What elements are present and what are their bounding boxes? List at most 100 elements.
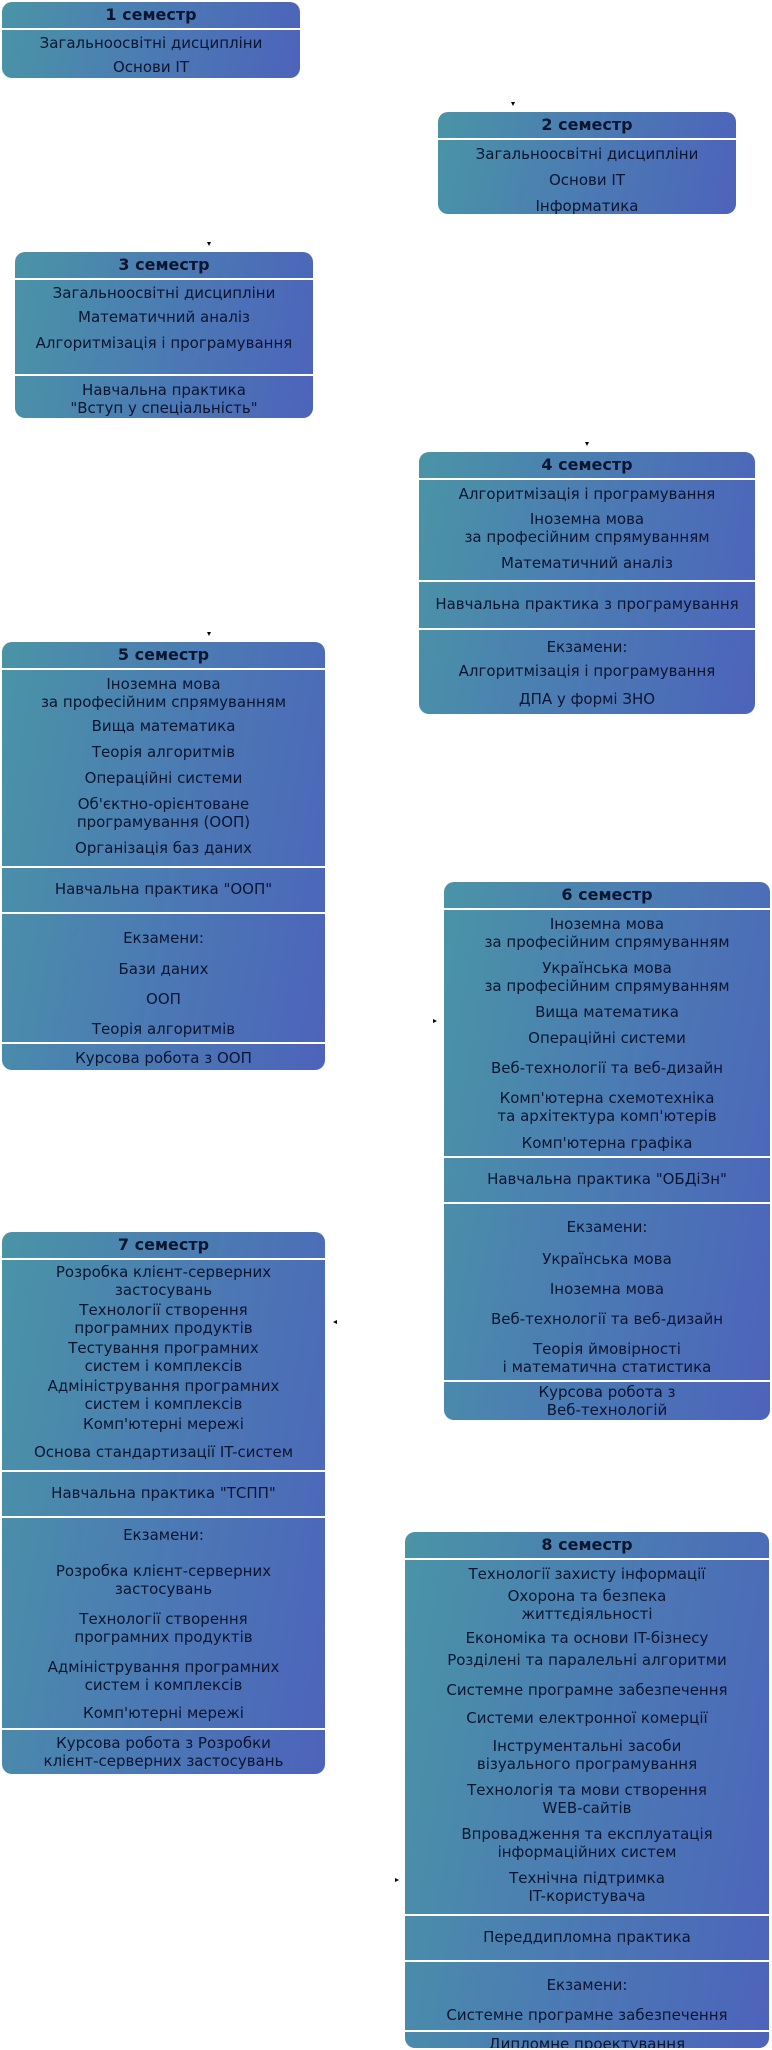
subject-item: Основа стандартизації IT-систем (33, 1443, 294, 1461)
semester-7-subjects: Розробка клієнт-серверних застосувань Те… (2, 1260, 325, 1472)
exam-item: Іноземна мова (549, 1280, 665, 1298)
semester-6-title: 6 семестр (444, 882, 770, 910)
subject-item: Технології створення програмних продукті… (74, 1301, 253, 1337)
semester-1-subjects: Загальноосвітні дисципліни Основи IT (2, 30, 300, 78)
subject-item: Іноземна мова за професійним спрямування… (484, 915, 730, 951)
subject-item: Технічна підтримка IT-користувача (509, 1869, 665, 1905)
subject-item: Системи електронної комерції (466, 1709, 708, 1727)
semester-4-title: 4 семестр (419, 452, 755, 480)
subject-item: Операційні системи (528, 1029, 686, 1047)
semester-3-card: 3 семестр Загальноосвітні дисципліни Мат… (15, 252, 313, 418)
subject-item: Розробка клієнт-серверних застосувань (55, 1263, 272, 1299)
subject-item: Іноземна мова за професійним спрямування… (40, 675, 287, 711)
coursework-item: Курсова робота з ООП (75, 1049, 252, 1067)
semester-7-title: 7 семестр (2, 1232, 325, 1260)
diploma-item: Дипломне проектування (488, 2035, 686, 2048)
semester-3-title: 3 семестр (15, 252, 313, 280)
subject-item: Теорія алгоритмів (91, 743, 236, 761)
semester-4-practice: Навчальна практика з програмування (419, 582, 755, 630)
subject-item: Веб-технології та веб-дизайн (490, 1059, 724, 1077)
exams-heading: Екзамени: (566, 1218, 648, 1236)
arrow-to-semester-3 (207, 242, 211, 246)
subject-item: Вища математика (91, 717, 236, 735)
semester-1-card: 1 семестр Загальноосвітні дисципліни Осн… (2, 2, 300, 78)
subject-item: Основи IT (549, 171, 625, 189)
subject-item: Загальноосвітні дисципліни (39, 34, 263, 52)
subject-item: Інструментальні засоби візуального прогр… (476, 1737, 698, 1773)
subject-item: Математичний аналіз (78, 308, 250, 326)
semester-6-card: 6 семестр Іноземна мова за професійним с… (444, 882, 770, 1420)
arrow-to-semester-4 (585, 442, 589, 446)
subject-item: Математичний аналіз (501, 554, 673, 572)
exams-heading: Екзамени: (546, 1976, 628, 1994)
practice-item: Навчальна практика "ООП" (54, 880, 273, 898)
semester-2-card: 2 семестр Загальноосвітні дисципліни Осн… (438, 112, 736, 214)
arrow-to-semester-6 (433, 1019, 437, 1023)
practice-item: Навчальна практика "Вступ у спеціальніст… (70, 381, 258, 417)
subject-item: Розділені та паралельні алгоритми (447, 1651, 727, 1669)
subject-item: Тестування програмних систем і комплексі… (68, 1339, 259, 1375)
practice-item: Навчальна практика "ТСПП" (51, 1484, 276, 1502)
subject-item: Економіка та основи IT-бізнесу (465, 1629, 709, 1647)
subject-item: Алгоритмізація і програмування (458, 485, 716, 503)
semester-7-coursework: Курсова робота з Розробки клієнт-серверн… (2, 1730, 325, 1774)
semester-4-card: 4 семестр Алгоритмізація і програмування… (419, 452, 755, 714)
subject-item: Впровадження та експлуатація інформаційн… (461, 1825, 713, 1861)
subject-item: Основи IT (113, 58, 189, 76)
exam-item: Системне програмне забезпечення (446, 2006, 728, 2024)
subject-item: Українська мова за професійним спрямуван… (484, 959, 730, 995)
exam-item: Розробка клієнт-серверних застосувань (55, 1562, 272, 1598)
semester-5-coursework: Курсова робота з ООП (2, 1044, 325, 1070)
semester-8-practice: Переддипломна практика (405, 1916, 769, 1962)
semester-7-practice: Навчальна практика "ТСПП" (2, 1472, 325, 1518)
semester-8-title: 8 семестр (405, 1532, 769, 1560)
semester-3-practice: Навчальна практика "Вступ у спеціальніст… (15, 376, 313, 418)
coursework-item: Курсова робота з Веб-технологій (538, 1383, 676, 1419)
subject-item: Операційні системи (84, 769, 243, 787)
subject-item: Загальноосвітні дисципліни (52, 284, 276, 302)
semester-6-subjects: Іноземна мова за професійним спрямування… (444, 910, 770, 1158)
semester-2-title: 2 семестр (438, 112, 736, 140)
subject-item: Охорона та безпека життєдіяльності (507, 1587, 667, 1623)
subject-item: Організація баз даних (75, 839, 252, 857)
semester-5-title: 5 семестр (2, 642, 325, 670)
exam-item: Бази даних (118, 960, 209, 978)
exam-item: Теорія ймовірності і математична статист… (502, 1340, 712, 1376)
semester-6-coursework: Курсова робота з Веб-технологій (444, 1382, 770, 1420)
exam-item: Теорія алгоритмів (91, 1020, 236, 1038)
semester-8-subjects: Технології захисту інформації Охорона та… (405, 1560, 769, 1916)
semester-1-title: 1 семестр (2, 2, 300, 30)
semester-5-card: 5 семестр Іноземна мова за професійним с… (2, 642, 325, 1070)
exam-item: Адміністрування програмних систем і комп… (47, 1658, 280, 1694)
arrow-to-semester-2 (511, 102, 515, 106)
practice-item: Навчальна практика "ОБДіЗн" (487, 1170, 727, 1188)
coursework-item: Курсова робота з Розробки клієнт-серверн… (43, 1734, 284, 1770)
exams-heading: Екзамени: (546, 638, 628, 656)
semester-8-exams: Екзамени: Системне програмне забезпеченн… (405, 1962, 769, 2032)
exam-item: Комп'ютерні мережі (83, 1704, 244, 1722)
semester-8-card: 8 семестр Технології захисту інформації … (405, 1532, 769, 2048)
semester-6-exams: Екзамени: Українська мова Іноземна мова … (444, 1204, 770, 1382)
semester-8-diploma: Дипломне проектування (405, 2032, 769, 2048)
practice-item: Навчальна практика з програмування (435, 595, 739, 613)
semester-6-practice: Навчальна практика "ОБДіЗн" (444, 1158, 770, 1204)
practice-item: Переддипломна практика (483, 1928, 691, 1946)
exams-heading: Екзамени: (123, 929, 204, 947)
arrow-to-semester-8 (395, 1878, 399, 1882)
semester-5-practice: Навчальна практика "ООП" (2, 868, 325, 914)
exam-item: ДПА у формі ЗНО (518, 690, 656, 708)
subject-item: Інформатика (535, 197, 639, 214)
subject-item: Адміністрування програмних систем і комп… (47, 1377, 280, 1413)
subject-item: Загальноосвітні дисципліни (475, 145, 699, 163)
semester-4-exams: Екзамени: Алгоритмізація і програмування… (419, 630, 755, 714)
semester-5-subjects: Іноземна мова за професійним спрямування… (2, 670, 325, 868)
subject-item: Комп'ютерна графіка (521, 1134, 693, 1152)
subject-item: Технології захисту інформації (468, 1565, 706, 1583)
exam-item: Веб-технології та веб-дизайн (490, 1310, 724, 1328)
semester-7-card: 7 семестр Розробка клієнт-серверних заст… (2, 1232, 325, 1774)
subject-item: Іноземна мова за професійним спрямування… (464, 510, 710, 546)
subject-item: Об'єктно-орієнтоване програмування (ООП) (76, 795, 251, 831)
arrow-to-semester-5 (207, 632, 211, 636)
subject-item: Технологія та мови створення WEB-сайтів (467, 1781, 707, 1817)
exam-item: Українська мова (542, 1250, 672, 1268)
